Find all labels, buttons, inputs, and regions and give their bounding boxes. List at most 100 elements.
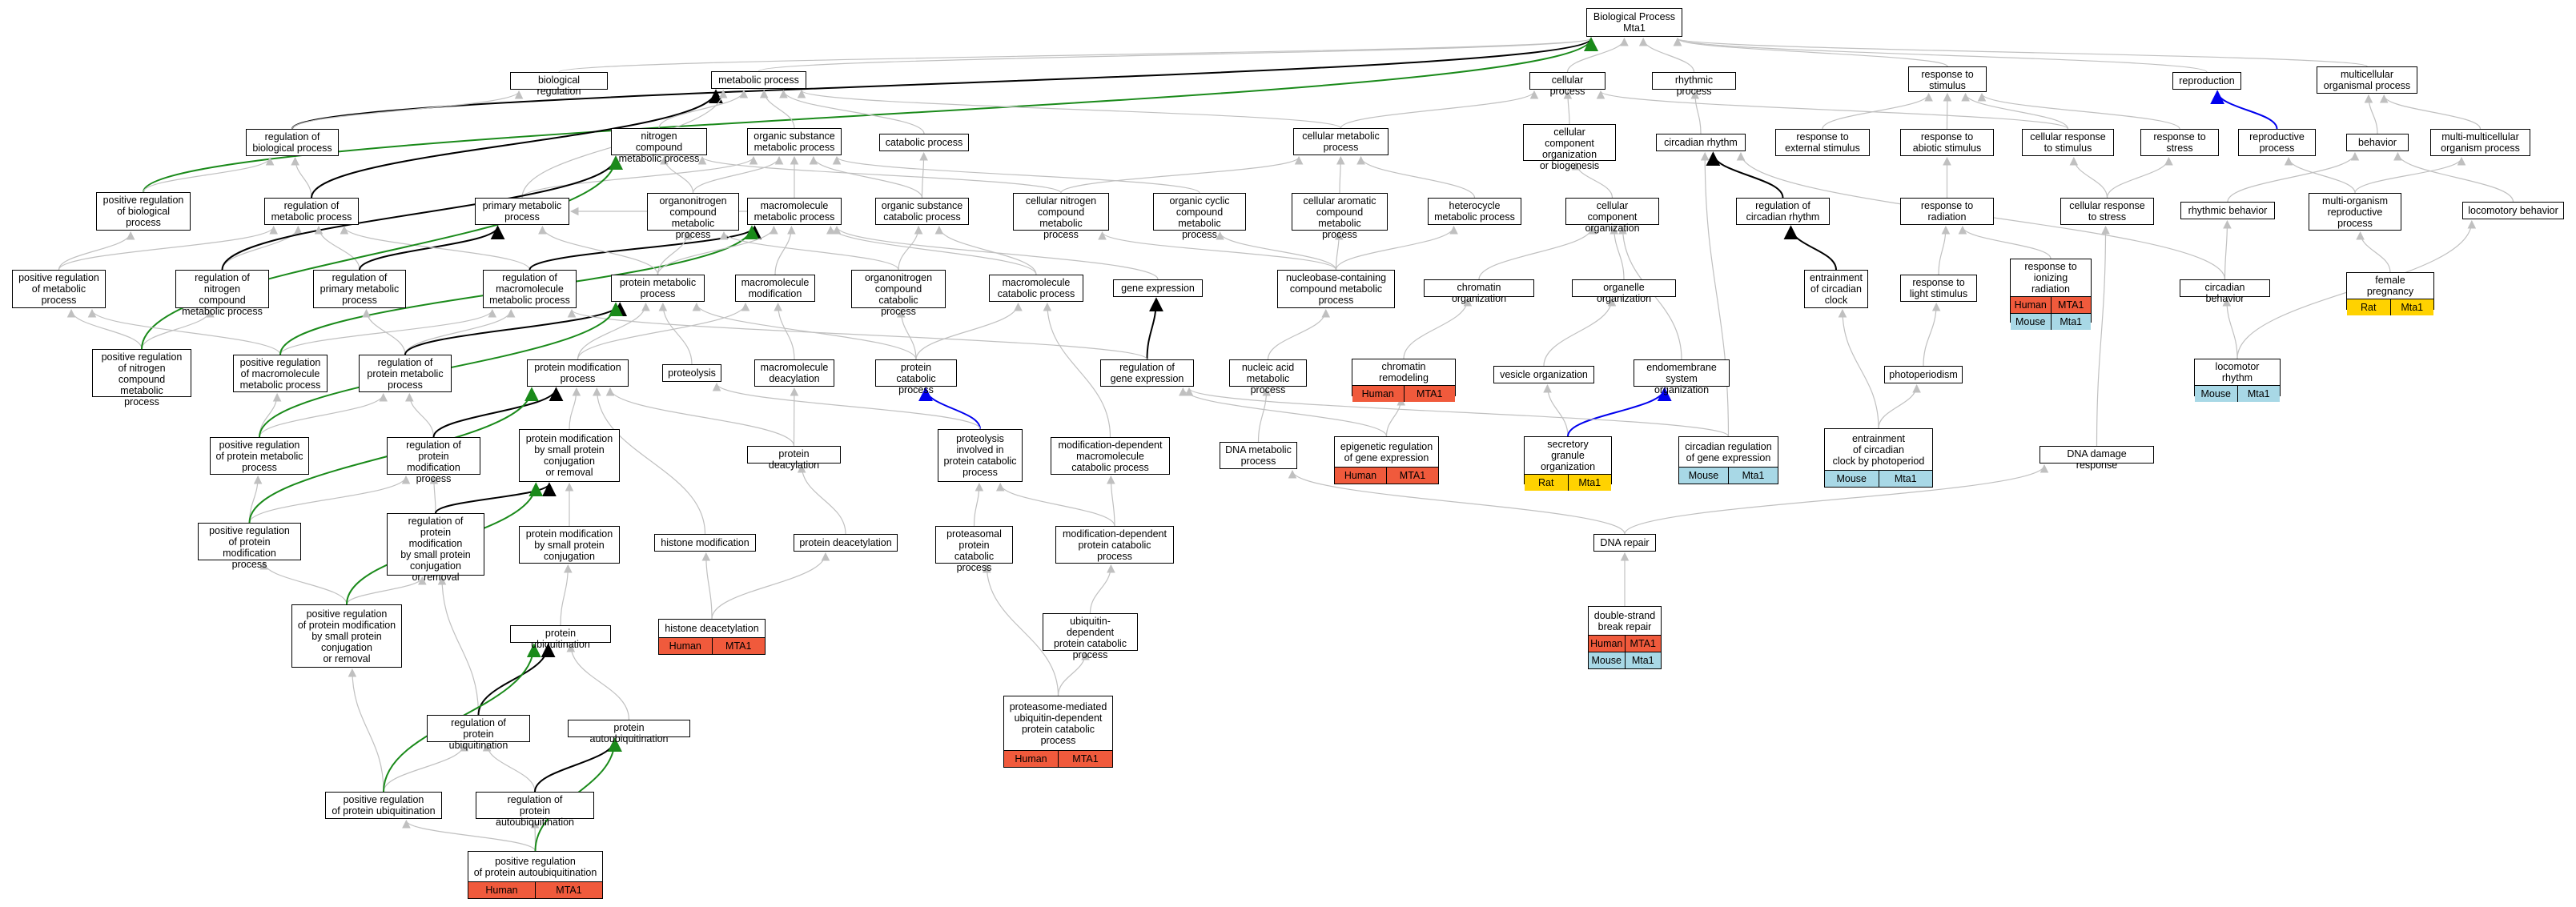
go-term-node[interactable]: organic substance metabolic process — [747, 128, 842, 155]
go-term-node[interactable]: macromolecule deacylation — [754, 359, 834, 387]
go-term-node[interactable]: proteolysis — [662, 364, 721, 382]
go-term-node[interactable]: regulation of primary metabolic process — [313, 270, 406, 308]
go-term-node[interactable]: circadian rhythm — [1656, 134, 1746, 151]
go-term-node[interactable]: DNA metabolic process — [1220, 442, 1297, 469]
go-term-node[interactable]: protein ubiquitination — [510, 625, 611, 650]
go-term-node[interactable]: protein autoubiquitination — [568, 720, 690, 744]
go-term-node[interactable]: nitrogen compound metabolic process — [611, 128, 707, 164]
go-term-node[interactable]: rhythmic process — [1652, 72, 1736, 97]
go-term-node[interactable]: regulation of biological process — [246, 129, 339, 156]
go-term-node[interactable]: macromolecule modification — [735, 275, 815, 302]
go-term-node[interactable]: organic substance catabolic process — [875, 198, 969, 225]
go-term-node[interactable]: biological regulation — [510, 72, 608, 97]
go-term-node[interactable]: organonitrogen compound catabolic proces… — [851, 270, 946, 317]
go-term-node[interactable]: nucleic acid metabolic process — [1229, 359, 1307, 395]
go-term-node[interactable]: protein deacetylation — [794, 534, 898, 552]
go-term-node[interactable]: response to radiation — [1900, 198, 1994, 225]
go-term-node[interactable]: protein modification process — [527, 359, 629, 387]
go-term-node[interactable]: response to light stimulus — [1900, 275, 1977, 302]
go-term-node[interactable]: protein deacylation — [747, 446, 841, 471]
go-term-node[interactable]: regulation of protein autoubiquitination — [476, 792, 594, 828]
go-term-node[interactable]: protein modification by small protein co… — [519, 429, 620, 482]
go-term-node[interactable]: response to external stimulus — [1775, 129, 1870, 156]
go-term-node[interactable]: regulation of macromolecule metabolic pr… — [483, 270, 577, 308]
go-term-node[interactable]: organelle organization — [1572, 279, 1676, 304]
go-term-node[interactable]: Biological Process Mta1 — [1586, 8, 1682, 37]
go-term-node[interactable]: positive regulation of protein autoubiqu… — [468, 851, 603, 899]
go-term-node[interactable]: locomotory behavior — [2462, 202, 2564, 219]
go-term-node[interactable]: macromolecule catabolic process — [989, 275, 1083, 302]
go-term-node[interactable]: regulation of protein modification proce… — [387, 437, 480, 484]
go-term-node[interactable]: histone modification — [654, 534, 756, 552]
go-term-node[interactable]: positive regulation of protein modificat… — [198, 523, 301, 570]
go-term-node[interactable]: catabolic process — [879, 134, 969, 151]
go-term-node[interactable]: entrainment of circadian clock — [1804, 270, 1868, 308]
go-term-node[interactable]: regulation of gene expression — [1100, 359, 1194, 387]
go-term-node[interactable]: positive regulation of macromolecule met… — [233, 355, 328, 392]
go-term-node[interactable]: endomembrane system organization — [1634, 359, 1730, 395]
go-term-node[interactable]: protein modification by small protein co… — [519, 526, 620, 564]
go-term-node[interactable]: cellular metabolic process — [1293, 128, 1388, 155]
go-term-node[interactable]: cellular aromatic compound metabolic pro… — [1292, 193, 1388, 240]
go-term-node[interactable]: positive regulation of nitrogen compound… — [92, 349, 191, 407]
go-term-node[interactable]: regulation of circadian rhythm — [1736, 198, 1830, 225]
go-term-node[interactable]: organonitrogen compound metabolic proces… — [647, 193, 739, 240]
go-term-node[interactable]: response to abiotic stimulus — [1900, 129, 1994, 156]
go-term-node[interactable]: cellular component organization — [1565, 198, 1659, 234]
go-term-node[interactable]: cellular nitrogen compound metabolic pro… — [1013, 193, 1109, 240]
go-term-node[interactable]: proteolysis involved in protein cataboli… — [938, 429, 1023, 482]
go-term-node[interactable]: DNA repair — [1593, 534, 1656, 552]
go-term-node[interactable]: circadian behavior — [2180, 279, 2270, 304]
go-term-node[interactable]: proteasome-mediated ubiquitin-dependent … — [1003, 696, 1113, 768]
go-term-node[interactable]: chromatin organization — [1424, 279, 1534, 304]
go-term-node[interactable]: regulation of protein modification by sm… — [387, 513, 484, 583]
go-term-node[interactable]: multicellular organismal process — [2317, 66, 2417, 94]
go-term-node[interactable]: photoperiodism — [1884, 366, 1963, 383]
go-term-node[interactable]: cellular response to stimulus — [2022, 129, 2114, 156]
go-term-node[interactable]: heterocycle metabolic process — [1428, 198, 1521, 225]
go-term-node[interactable]: cellular response to stress — [2060, 198, 2154, 225]
go-term-node[interactable]: epigenetic regulation of gene expression… — [1334, 436, 1439, 484]
go-term-node[interactable]: positive regulation of protein metabolic… — [210, 437, 309, 475]
go-term-node[interactable]: ubiquitin-dependent protein catabolic pr… — [1043, 613, 1138, 660]
go-term-node[interactable]: modification-dependent macromolecule cat… — [1051, 437, 1170, 475]
go-term-node[interactable]: proteasomal protein catabolic process — [935, 526, 1013, 573]
go-term-node[interactable]: regulation of protein ubiquitination — [427, 715, 530, 751]
go-term-node[interactable]: positive regulation of protein modificat… — [291, 604, 402, 668]
go-term-node[interactable]: cellular process — [1529, 72, 1605, 97]
go-term-node[interactable]: regulation of nitrogen compound metaboli… — [175, 270, 269, 317]
go-term-node[interactable]: macromolecule metabolic process — [747, 198, 842, 225]
go-term-node[interactable]: metabolic process — [711, 71, 806, 89]
go-term-node[interactable]: primary metabolic process — [475, 198, 569, 225]
go-term-node[interactable]: protein metabolic process — [611, 275, 705, 302]
go-term-node[interactable]: gene expression — [1113, 279, 1203, 297]
go-term-node[interactable]: modification-dependent protein catabolic… — [1055, 526, 1174, 564]
go-term-node[interactable]: cellular component organization or bioge… — [1523, 124, 1616, 171]
go-term-node[interactable]: behavior — [2346, 134, 2409, 151]
go-term-node[interactable]: positive regulation of metabolic process — [12, 270, 106, 308]
go-term-node[interactable]: response to stimulus — [1908, 66, 1987, 92]
go-term-node[interactable]: vesicle organization — [1493, 366, 1594, 383]
go-term-node[interactable]: regulation of metabolic process — [264, 198, 359, 225]
go-term-node[interactable]: DNA damage response — [2040, 446, 2154, 471]
go-term-node[interactable]: rhythmic behavior — [2180, 202, 2275, 219]
go-term-node[interactable]: multi-multicellular organism process — [2430, 129, 2530, 156]
go-term-node[interactable]: response to stress — [2140, 129, 2219, 156]
go-term-node[interactable]: positive regulation of biological proces… — [96, 192, 191, 231]
go-term-node[interactable]: reproductive process — [2238, 129, 2316, 156]
go-term-node[interactable]: multi-organism reproductive process — [2309, 193, 2401, 231]
go-term-node[interactable]: regulation of protein metabolic process — [359, 355, 452, 392]
go-term-node[interactable]: reproduction — [2172, 72, 2241, 90]
go-term-node[interactable]: organic cyclic compound metabolic proces… — [1153, 193, 1246, 240]
go-term-node[interactable]: nucleobase-containing compound metabolic… — [1277, 270, 1395, 308]
go-term-node[interactable]: positive regulation of protein ubiquitin… — [325, 792, 442, 819]
go-term-node[interactable]: protein catabolic process — [875, 359, 957, 395]
